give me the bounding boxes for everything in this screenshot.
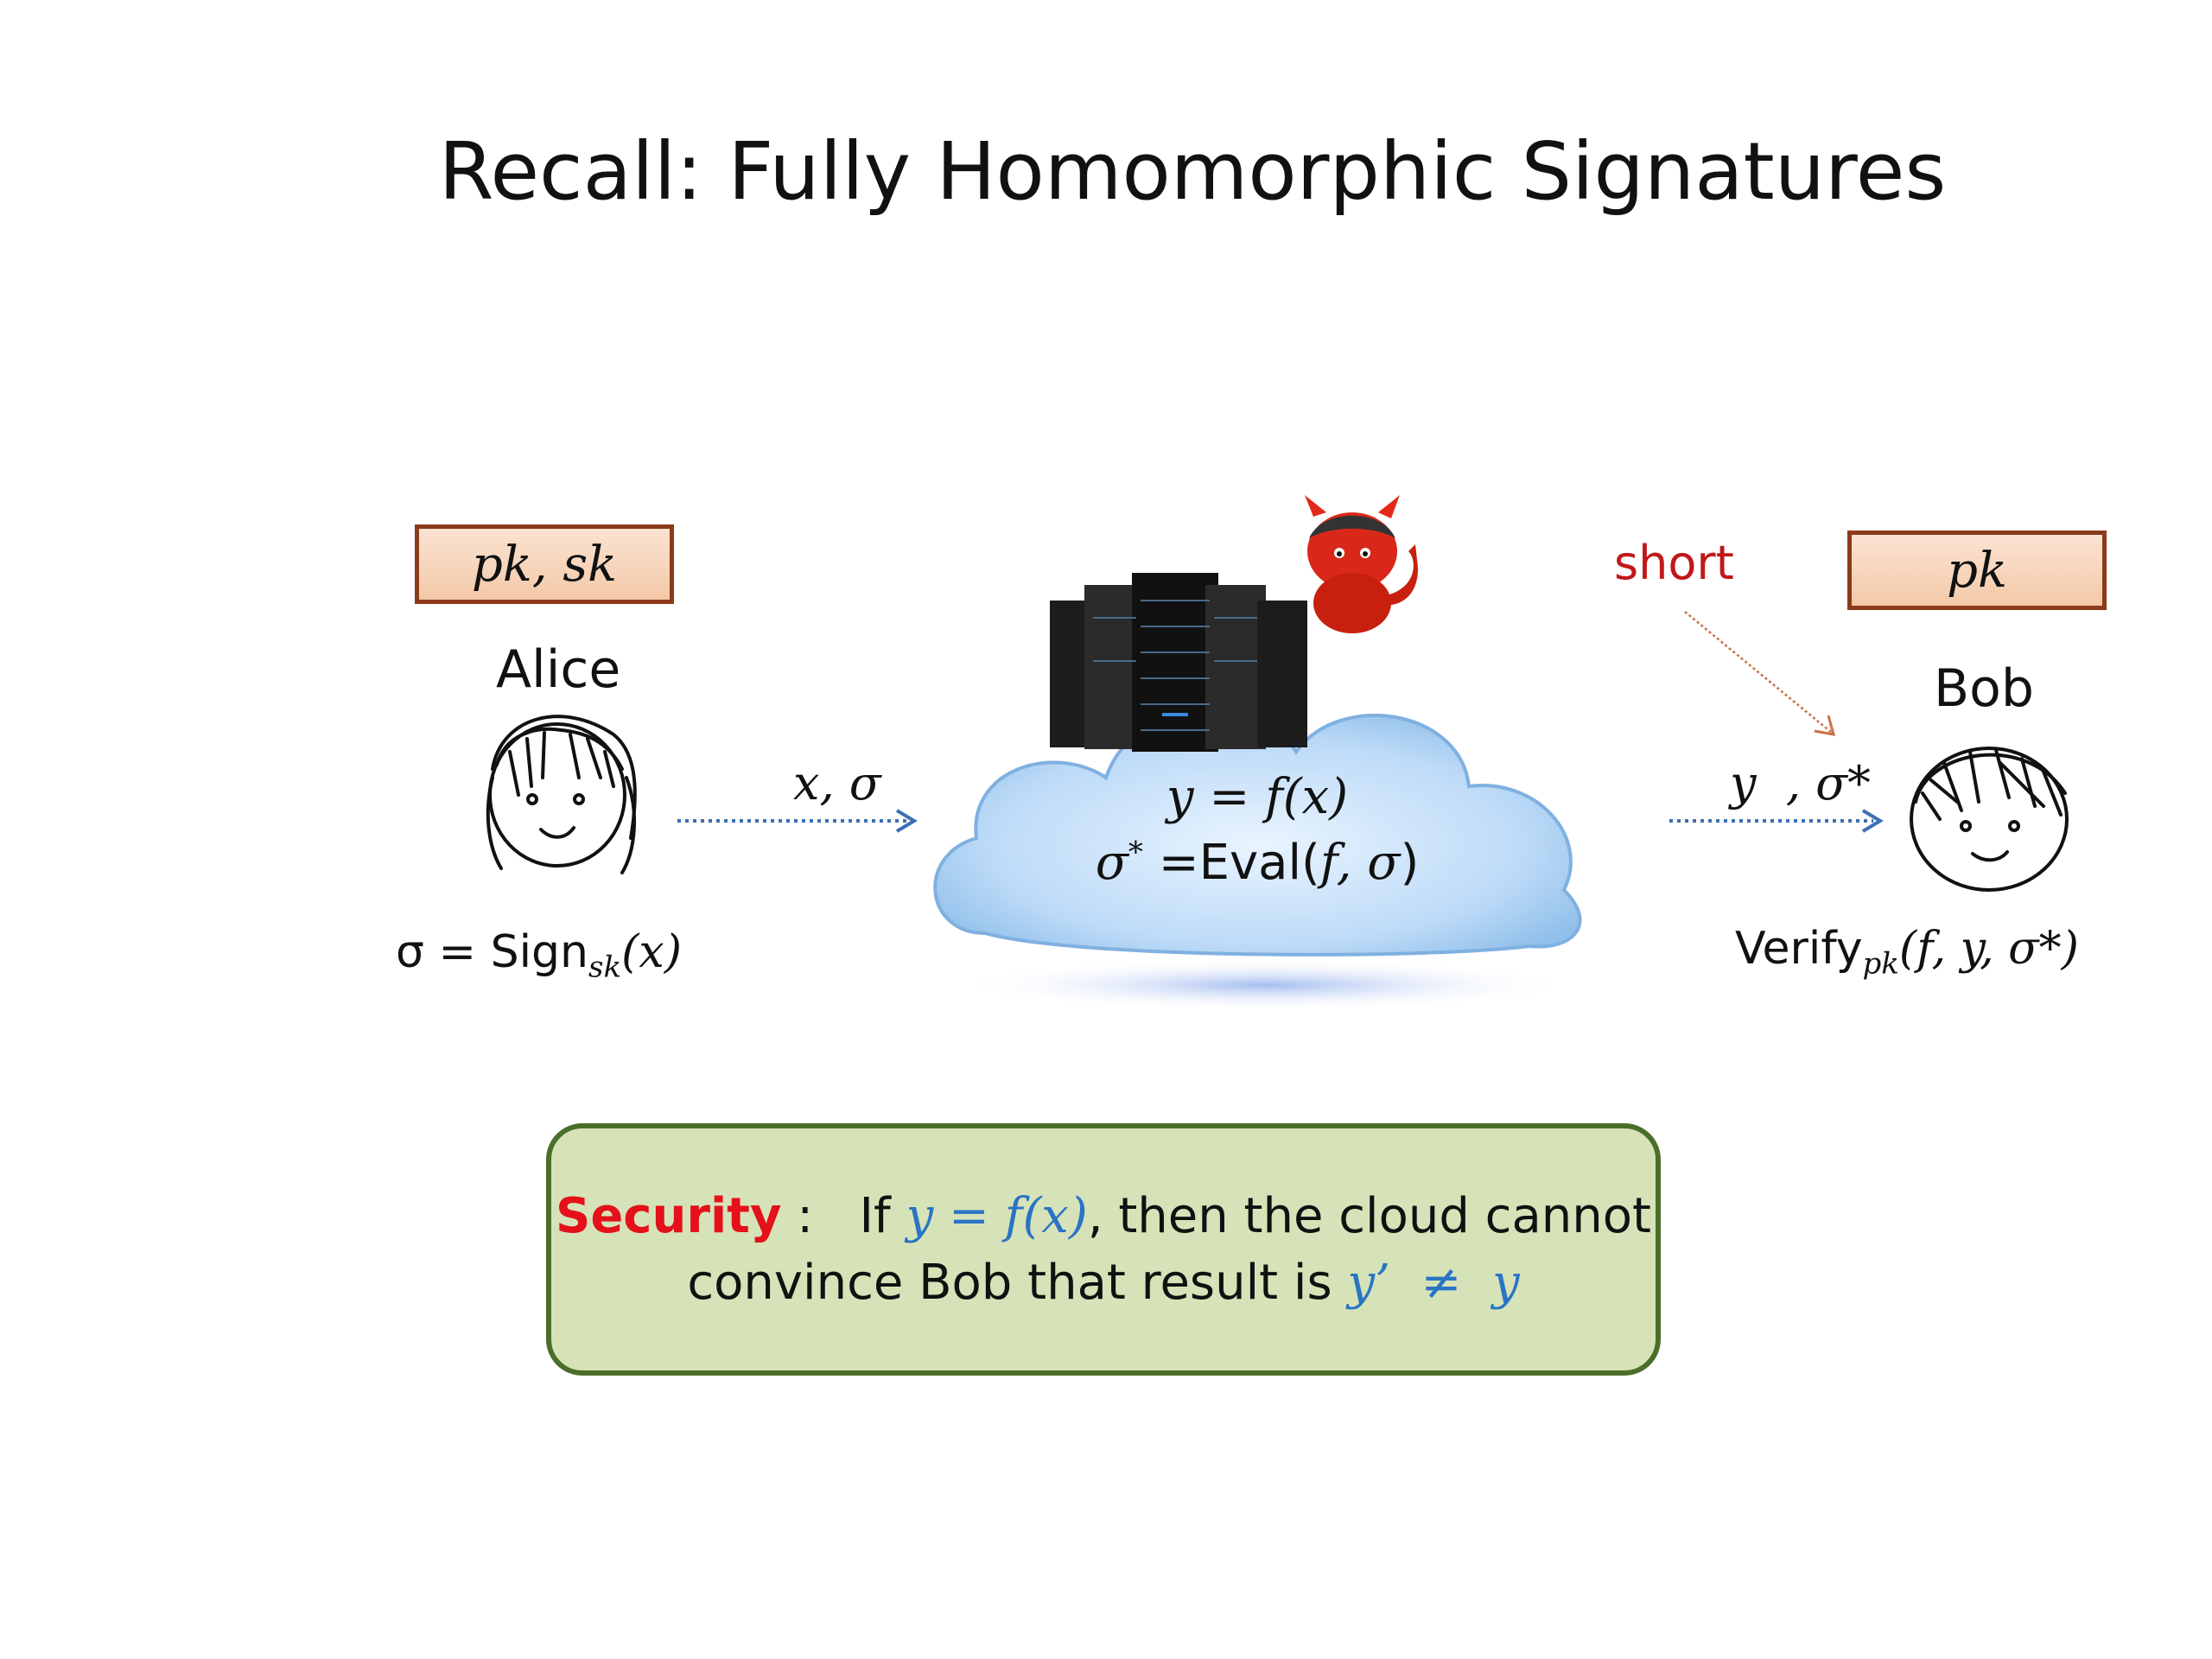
bob-key-box: pk bbox=[1847, 531, 2107, 610]
bob-keys-label: pk bbox=[1947, 542, 2007, 599]
alice-sign-formula: σ = Signsk(x) bbox=[396, 926, 682, 985]
page-title: Recall: Fully Homomorphic Signatures bbox=[438, 125, 1947, 218]
left-arrow-label: x, σ bbox=[793, 756, 881, 810]
security-statement-box: Security : If y = f(x), then the cloud c… bbox=[546, 1123, 1661, 1376]
alice-face-icon bbox=[486, 715, 637, 874]
cloud-result-formula: y = f(x) bbox=[1166, 769, 1349, 825]
server-rack-icon bbox=[1050, 573, 1307, 752]
left-arrow bbox=[677, 809, 918, 833]
short-pointer-arrow bbox=[1684, 611, 1836, 736]
devil-icon bbox=[1305, 495, 1418, 633]
cloud-eval-formula: σ* =Eval(f, σ) bbox=[1095, 835, 1420, 891]
bob-face-icon bbox=[1910, 747, 2069, 892]
bob-verify-formula: Verifypk(f, y, σ*) bbox=[1735, 923, 2079, 982]
bob-name: Bob bbox=[1934, 658, 2034, 719]
alice-keys-label: pk, sk bbox=[471, 536, 618, 593]
security-line-2: convince Bob that result is y’ ≠ y bbox=[687, 1255, 1520, 1311]
security-line-1: Security : If y = f(x), then the cloud c… bbox=[555, 1187, 1651, 1244]
security-keyword: Security bbox=[555, 1187, 782, 1244]
cloud-icon bbox=[933, 706, 1582, 1011]
alice-name: Alice bbox=[496, 639, 621, 700]
right-arrow-label: y , σ* bbox=[1730, 756, 1872, 810]
alice-key-box: pk, sk bbox=[415, 524, 674, 604]
right-arrow bbox=[1669, 809, 1884, 833]
short-label: short bbox=[1614, 536, 1734, 590]
